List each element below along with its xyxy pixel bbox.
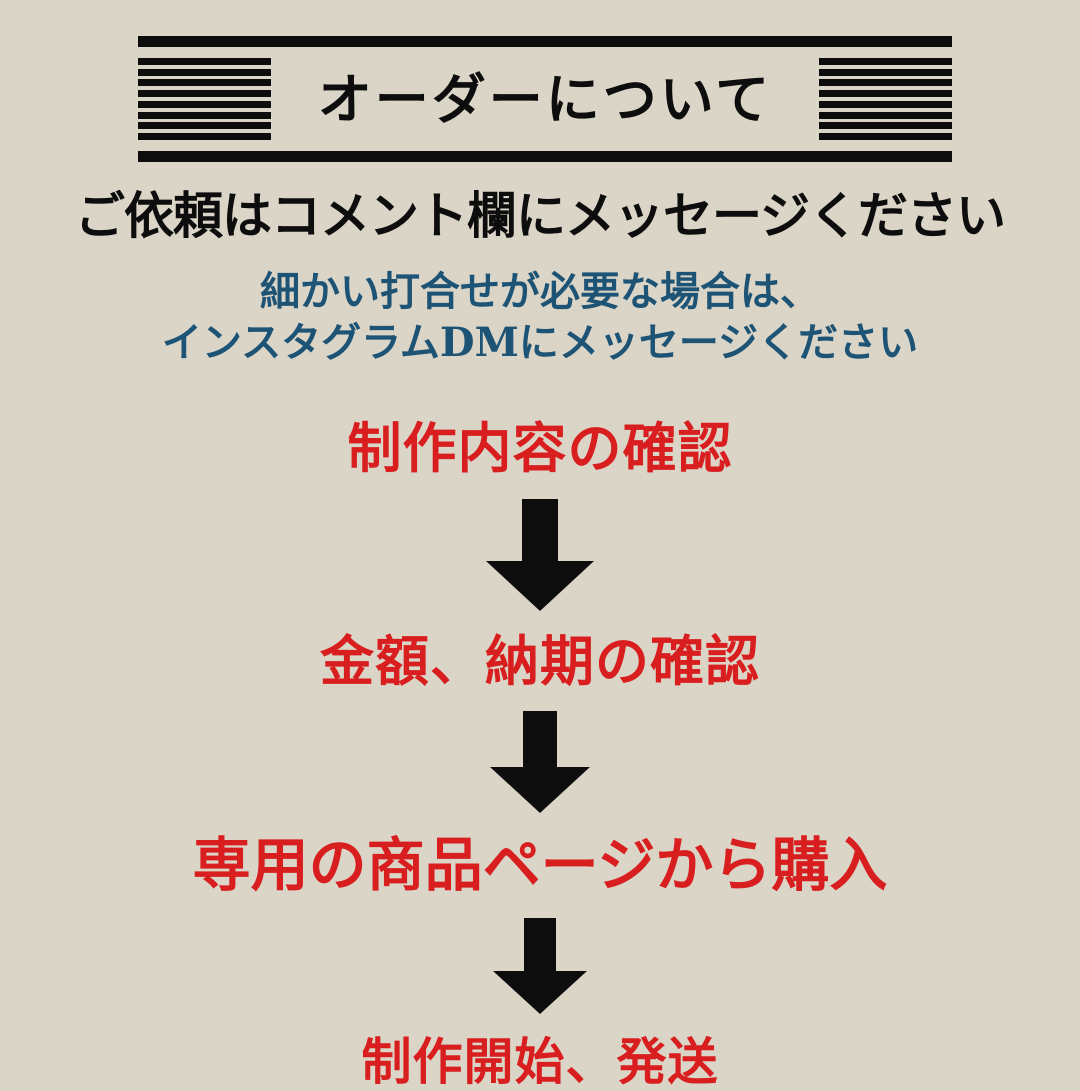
stripe (138, 111, 271, 119)
subnote-line-2: インスタグラムDMにメッセージください (161, 319, 919, 367)
down-arrow-icon (486, 498, 594, 611)
down-arrow-icon (490, 711, 590, 814)
stripe (138, 100, 271, 108)
flow-step-4: 制作開始、発送 (361, 1032, 719, 1091)
down-arrow-icon (493, 918, 587, 1015)
banner-rule-top (138, 36, 952, 47)
stripe (819, 58, 952, 65)
header-banner: オーダーについて (138, 36, 952, 162)
stripe (819, 132, 952, 140)
stripe (138, 90, 271, 98)
flow-step-3: 専用の商品ページから購入 (192, 831, 888, 900)
stripe (819, 111, 952, 119)
headline: ご依頼はコメント欄にメッセージください (75, 186, 1006, 245)
stripe (138, 58, 271, 65)
flow-step-1: 制作内容の確認 (347, 416, 733, 480)
banner-title: オーダーについて (317, 67, 773, 131)
stripe (819, 100, 952, 108)
banner-stripes-right (819, 58, 952, 140)
stripe (819, 68, 952, 76)
banner-stripes-left (138, 58, 271, 140)
stripe (138, 132, 271, 140)
stripe (138, 68, 271, 76)
stripe (138, 79, 271, 87)
subnote-line-1: 細かい打合せが必要な場合は、 (260, 268, 820, 315)
flow-step-2: 金額、納期の確認 (320, 628, 760, 693)
stripe (819, 79, 952, 87)
stripe (138, 122, 271, 130)
subnote: 細かい打合せが必要な場合は、 インスタグラムDMにメッセージください (0, 266, 1080, 368)
stripe (819, 90, 952, 98)
order-flow: 制作内容の確認 金額、納期の確認 専用の商品ページから購入 制作開始、発送 (0, 420, 1080, 1089)
banner-rule-bottom (138, 151, 952, 162)
stripe (819, 122, 952, 130)
